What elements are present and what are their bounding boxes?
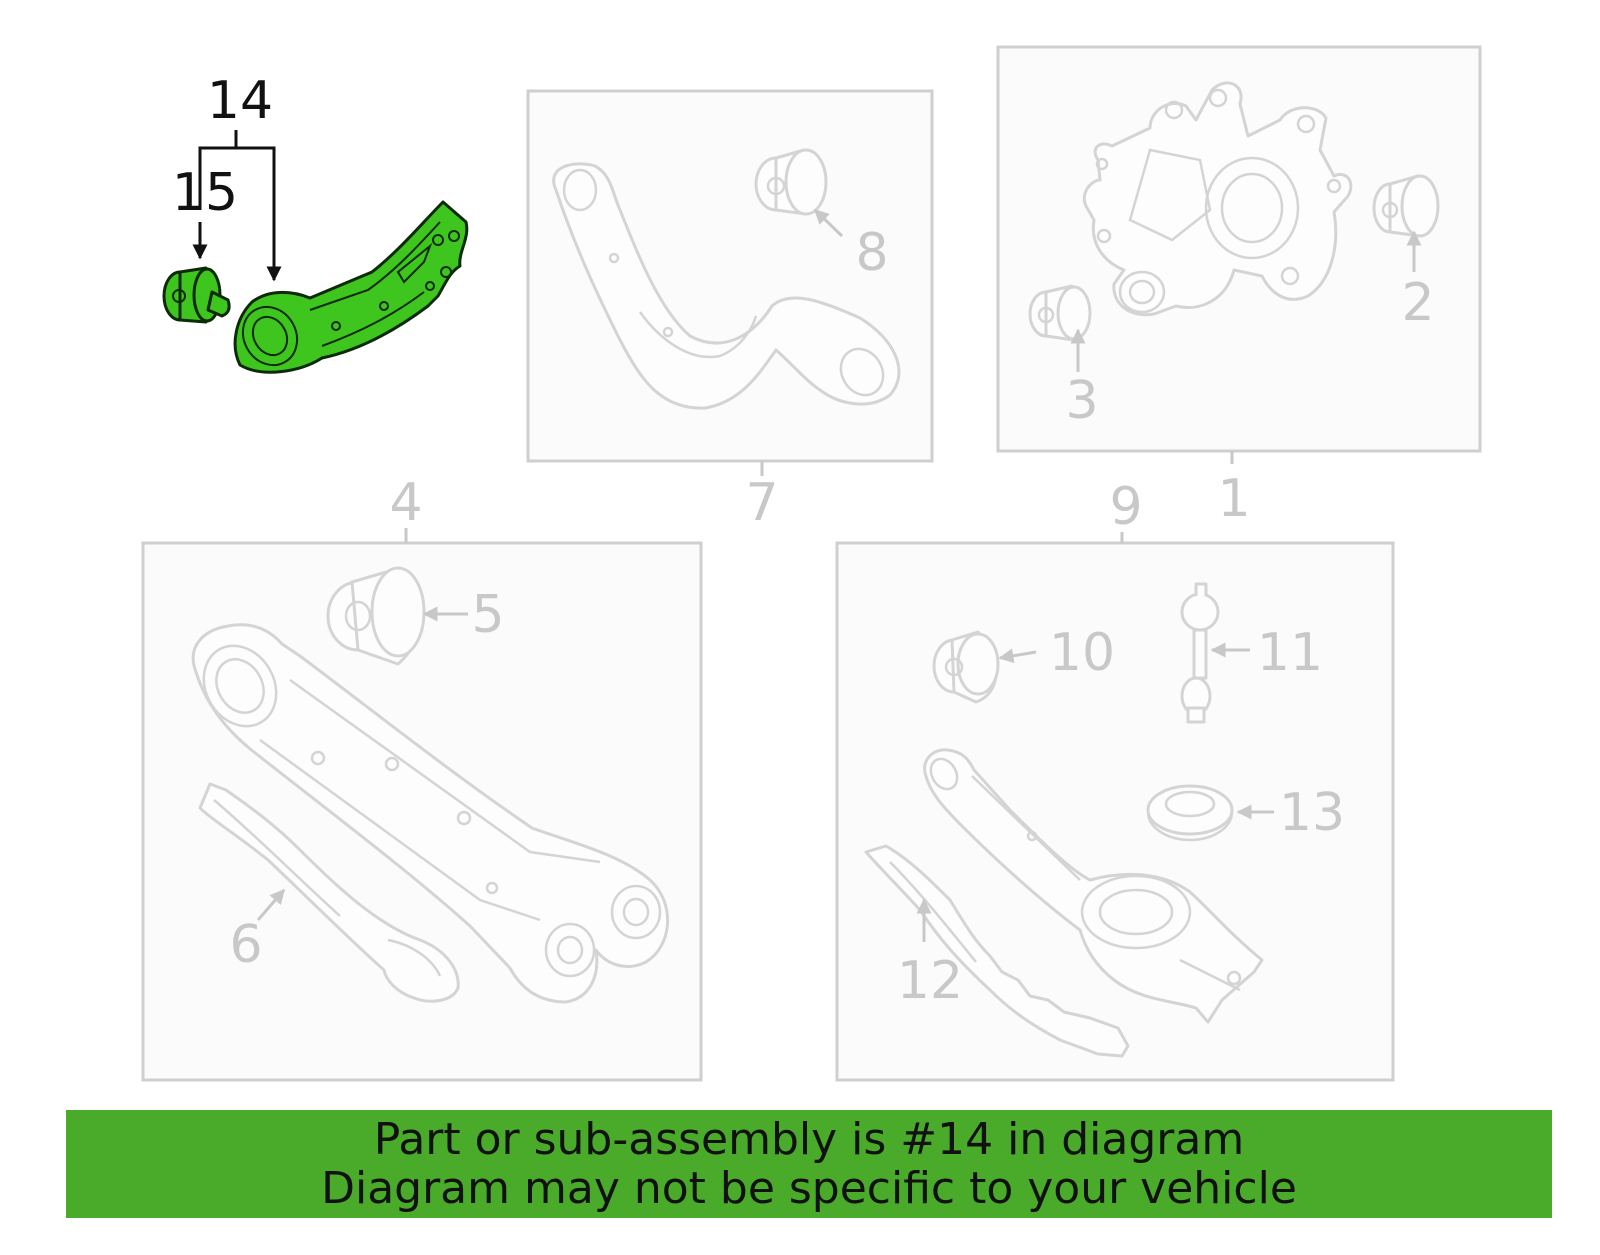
callout-8[interactable]: 8 [855, 223, 888, 283]
bushing-10[interactable] [932, 630, 1000, 704]
upper-control-arm-7[interactable] [552, 162, 901, 410]
knuckle-1[interactable] [1083, 81, 1353, 317]
callout-1[interactable]: 1 [1217, 469, 1250, 529]
bushing-3[interactable] [1028, 284, 1092, 342]
callout-4[interactable]: 4 [389, 473, 422, 533]
bushing-5[interactable] [326, 566, 426, 666]
highlighted-part-group[interactable]: 14 15 [162, 71, 469, 375]
callout-14[interactable]: 14 [207, 71, 273, 131]
callout-8-leader [813, 208, 844, 238]
arm-cover-6[interactable] [198, 782, 460, 1003]
callout-6[interactable]: 6 [229, 915, 262, 975]
callout-9[interactable]: 9 [1109, 477, 1142, 537]
callout-2[interactable]: 2 [1401, 273, 1434, 333]
banner-line-disclaimer: Diagram may not be specific to your vehi… [321, 1163, 1297, 1214]
callout-15[interactable]: 15 [172, 163, 238, 223]
panel-lower-arm: 4 5 6 [141, 473, 703, 1082]
bushing-15-highlighted[interactable] [162, 266, 231, 324]
callout-7[interactable]: 7 [745, 473, 778, 533]
bushing-2[interactable] [1372, 174, 1440, 238]
spring-seat-13[interactable] [1146, 784, 1234, 842]
callout-10-leader [998, 648, 1037, 664]
panel-lower-link: 9 10 11 13 [835, 477, 1395, 1082]
callout-10[interactable]: 10 [1049, 623, 1115, 683]
trailing-arm-14-highlighted[interactable] [232, 200, 469, 375]
banner-line-part-number: Part or sub-assembly is #14 in diagram [373, 1114, 1245, 1165]
lower-control-arm-4[interactable] [190, 623, 670, 1004]
panel-upper-arm: 8 7 [526, 89, 934, 533]
callout-5[interactable]: 5 [471, 585, 504, 645]
info-banner: Part or sub-assembly is #14 in diagram D… [66, 1110, 1552, 1218]
lower-link-arm-9[interactable] [923, 748, 1264, 1024]
callout-6-leader [256, 888, 286, 921]
callout-11[interactable]: 11 [1257, 623, 1323, 683]
callout-13[interactable]: 13 [1279, 783, 1345, 843]
bushing-8[interactable] [754, 148, 828, 216]
stabilizer-link-11[interactable] [1180, 582, 1220, 724]
panel-knuckle: 2 3 1 [996, 45, 1482, 529]
callout-3[interactable]: 3 [1065, 371, 1098, 431]
panel-9-frame [835, 541, 1395, 1082]
callout-12[interactable]: 12 [897, 951, 963, 1011]
